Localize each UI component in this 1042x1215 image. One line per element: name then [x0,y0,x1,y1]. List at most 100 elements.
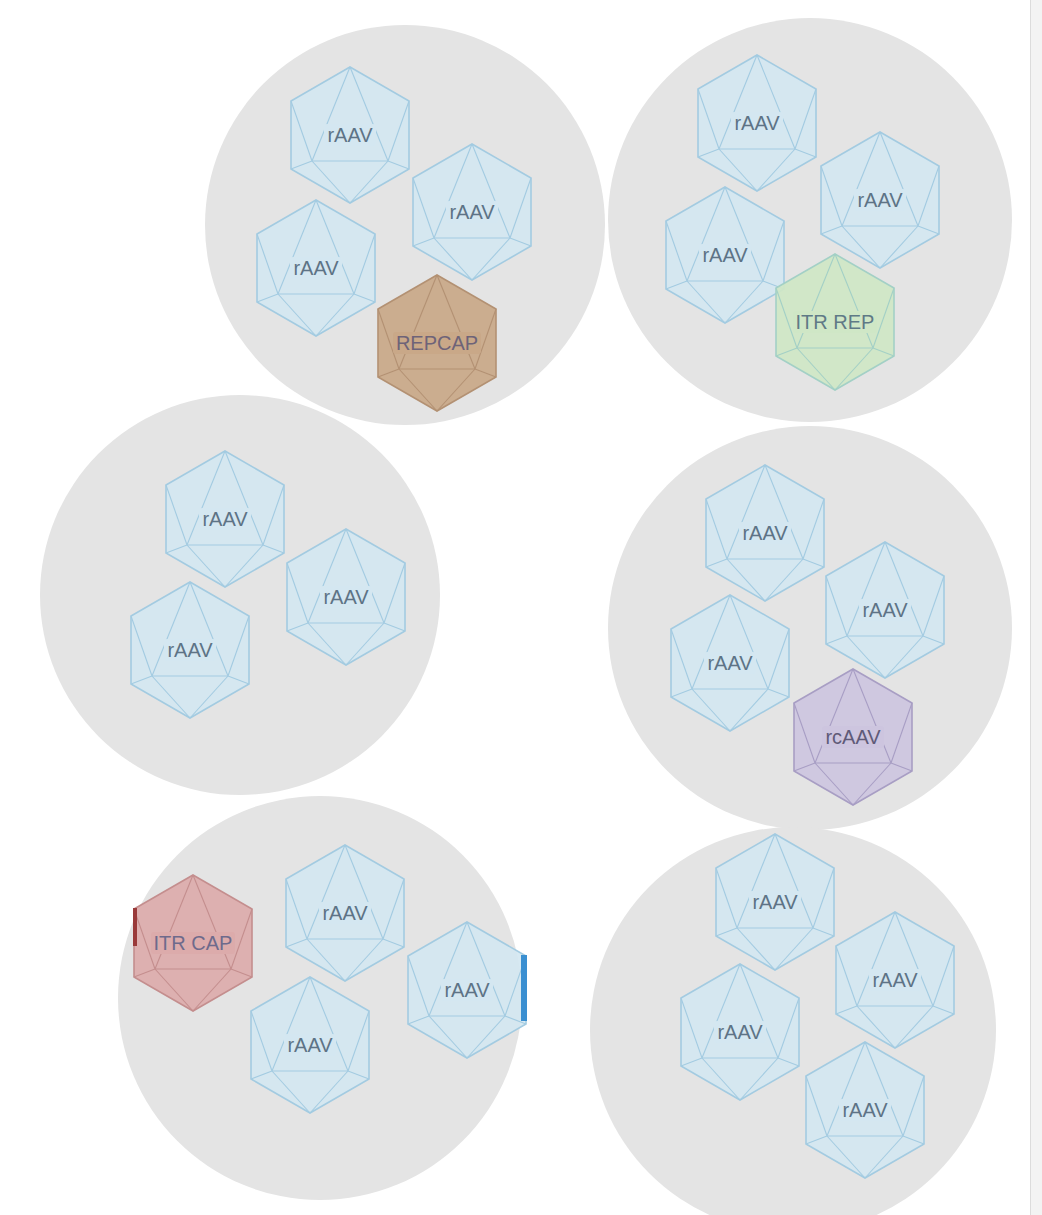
capsid-facet [348,1011,369,1071]
capsid-facet [933,1006,954,1014]
capsid-outline [836,912,954,1048]
capsid-outline [698,55,816,191]
capsid-facet [836,946,857,1006]
capsid-facet [263,485,284,545]
capsid-facet [815,762,891,763]
capsid-facet [827,1042,865,1136]
capsid-facet [933,946,954,1006]
capsid-facet [895,912,933,1006]
capsid-facet [891,763,912,771]
capsid-facet [763,221,784,281]
capsid-label: rAAV [854,189,905,211]
capsid-label: ITR CAP [151,932,236,954]
capsid-label: rcAAV [822,726,883,748]
capsid-facet [857,912,895,1006]
capsid-facet [287,563,308,623]
capsid-facet [725,187,763,281]
capsid-facet [757,55,795,149]
sample-circle-fill [118,796,522,1200]
capsid-facet [187,451,225,545]
capsid-facet [727,465,765,559]
capsid-facet [775,834,813,928]
capsid-hexagon: ITR REP [773,252,897,392]
capsid-facet [826,636,847,644]
capsid-label: rAAV [324,124,375,146]
capsid-label: rAAV [199,508,250,530]
capsid-facet [885,542,923,636]
capsid-label: rAAV [290,257,341,279]
capsid-facet [719,149,757,191]
capsid-facet [348,1071,369,1079]
capsid-facet [821,226,842,234]
side-bar-edge [1030,0,1031,1215]
capsid-facet [408,1016,429,1024]
capsid-facet [131,676,152,684]
capsid-facet [187,545,225,587]
capsid-facet [345,845,383,939]
capsid-facet [316,200,354,294]
capsid-hexagon: rAAV [163,449,287,589]
capsid-facet [853,763,891,805]
capsid-facet [757,149,795,191]
capsid-facet [307,938,383,939]
capsid-facet [467,922,505,1016]
capsid-facet [472,144,510,238]
capsid-facet [768,629,789,689]
capsid-facet [885,636,923,678]
capsid-facet [716,928,737,936]
sample-circle: rAAVrAAVrAAV [40,395,440,795]
capsid-facet [257,234,278,294]
capsid-outline [413,144,531,280]
capsid-outline [806,1042,924,1178]
capsid-facet [152,676,190,718]
capsid-facet [687,281,725,323]
capsid-facet [231,969,252,977]
capsid-hexagon: rAAV [713,832,837,972]
capsid-facet [795,149,816,157]
capsid-label: rAAV [699,244,750,266]
capsid-facet [918,166,939,226]
capsid-outline [821,132,939,268]
capsid-label: rAAV [704,652,755,674]
capsid-facet [730,595,768,689]
capsid-facet [853,669,891,763]
capsid-facet [228,676,249,684]
capsid-facet [467,1016,505,1058]
capsid-facet [692,595,730,689]
edge-mark [521,955,527,1021]
capsid-facet [666,281,687,289]
capsid-facet [228,616,249,676]
capsid-facet [880,132,918,226]
capsid-facet [152,675,228,676]
capsid-facet [666,221,687,281]
capsid-facet [797,347,873,348]
capsid-outline [826,542,944,678]
capsid-facet [737,834,775,928]
capsid-facet [719,55,757,149]
capsid-facet [166,545,187,553]
capsid-facet [383,939,404,947]
capsid-facet [706,499,727,559]
capsid-facet [510,178,531,238]
capsid-facet [278,293,354,294]
capsid-hexagon: rAAV [128,580,252,720]
capsid-hexagon: ITR CAP [131,873,255,1013]
capsid-outline [776,254,894,390]
capsid-facet [190,676,228,718]
sample-circle: rAAVrAAVrAAVREPCAP [205,25,605,425]
capsid-facet [278,294,316,336]
sample-circle: rAAVrAAVrAAVITR REP [608,18,1012,422]
capsid-facet [918,226,939,234]
capsid-facet [815,763,853,805]
capsid-facet [725,281,763,323]
sample-circle-fill [590,827,996,1215]
capsid-facet [794,763,815,771]
capsid-facet [716,868,737,928]
capsid-facet [765,559,803,601]
capsid-facet [815,669,853,763]
capsid-facet [821,166,842,226]
capsid-facet [251,1071,272,1079]
capsid-facet [434,238,472,280]
capsid-outline [286,845,404,981]
capsid-facet [263,545,284,553]
